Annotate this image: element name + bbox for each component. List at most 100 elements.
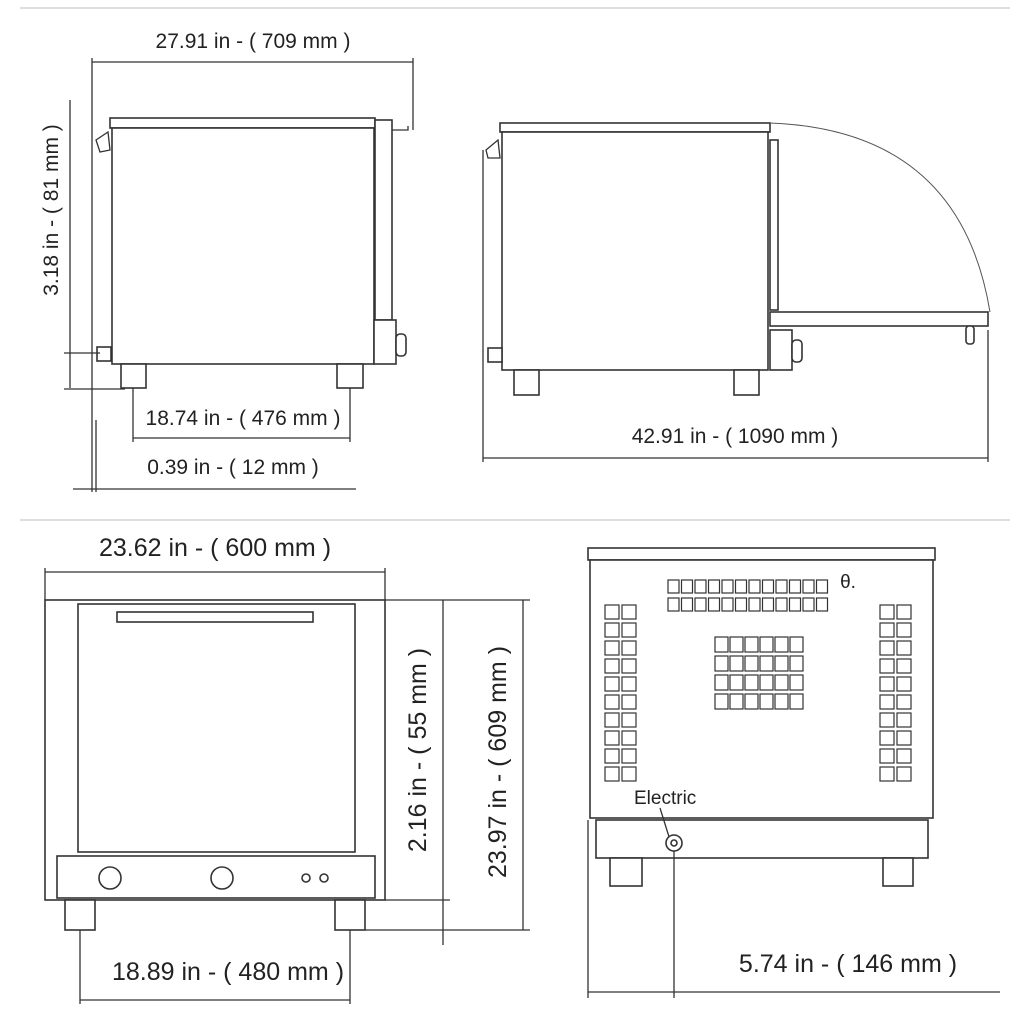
vent-slot (721, 597, 734, 612)
handle (95, 130, 111, 153)
open-door (769, 311, 989, 327)
vent-slot (775, 597, 788, 612)
vent-slot (734, 597, 748, 612)
vent-slot (621, 640, 637, 656)
vent-slot (680, 597, 694, 612)
back-view: θ. Electric 5.74 in - ( 146 mm ) (587, 547, 1000, 998)
vent-slot (604, 766, 620, 782)
electric-offset-label: 5.74 in - ( 146 mm ) (739, 950, 957, 978)
vent-slot (604, 604, 620, 620)
vent-slot (896, 694, 912, 710)
offset-label: 0.39 in - ( 12 mm ) (147, 456, 319, 479)
vent-slot (896, 658, 912, 674)
vent-slot (802, 597, 815, 612)
vent-slot (621, 748, 637, 764)
foot-height-label: 3.18 in - ( 81 mm ) (40, 124, 63, 296)
knob-icon (791, 339, 803, 363)
vent-slot (759, 655, 774, 672)
vent-slot (604, 622, 620, 638)
vent-slot (604, 712, 620, 728)
vent-slot (896, 730, 912, 746)
vent-slot (714, 674, 729, 691)
overall-depth-label: 27.91 in - ( 709 mm ) (156, 30, 351, 53)
door (374, 119, 393, 321)
electric-label: Electric (634, 788, 696, 809)
vent-slot (774, 655, 789, 672)
vent-slot (896, 712, 912, 728)
vent-slot (789, 636, 804, 653)
vent-slot (621, 676, 637, 692)
vent-slot (621, 730, 637, 746)
vent-slot (604, 748, 620, 764)
vent-slot (789, 674, 804, 691)
vent-slot (896, 622, 912, 638)
foot (336, 363, 364, 389)
door-glass (77, 603, 356, 853)
vent-slot (759, 674, 774, 691)
vent-slot (729, 655, 744, 672)
vent-slot (621, 658, 637, 674)
side-view: 27.91 in - ( 709 mm ) 3.18 in - ( 81 mm … (40, 30, 414, 492)
vent-slot (680, 579, 694, 594)
connector (96, 346, 112, 362)
vent-slot (707, 597, 721, 612)
vent-slot (896, 766, 912, 782)
vent-slot (815, 579, 829, 594)
vent-slot (744, 693, 759, 710)
vent-slot (879, 604, 895, 620)
vent-slot (604, 676, 620, 692)
vent-slot (604, 694, 620, 710)
foot (733, 369, 760, 396)
vent-slot (744, 655, 759, 672)
vent-slot (788, 579, 802, 594)
foot-spacing-label: 18.89 in - ( 480 mm ) (112, 958, 344, 986)
open-depth-label: 42.91 in - ( 1090 mm ) (632, 425, 839, 448)
foot (64, 899, 96, 931)
oven-body (111, 127, 375, 365)
vent-slot (707, 579, 721, 594)
width-label: 23.62 in - ( 600 mm ) (99, 534, 331, 562)
base-height-label: 2.16 in - ( 55 mm ) (404, 648, 432, 852)
side-view-door-open: 42.91 in - ( 1090 mm ) (482, 122, 991, 462)
vent-slot (802, 579, 815, 594)
vent-slot (748, 597, 761, 612)
vent-slot (694, 597, 707, 612)
vent-slot (621, 622, 637, 638)
control-box (769, 329, 793, 371)
oven-top (109, 117, 376, 129)
door-frame (769, 139, 779, 311)
vent-slot (774, 674, 789, 691)
oven-top (499, 122, 771, 133)
vent-slot (621, 712, 637, 728)
vent-slot (879, 676, 895, 692)
vent-slot (748, 579, 761, 594)
vent-slot (879, 766, 895, 782)
vent-slot (721, 579, 734, 594)
foot (120, 363, 147, 389)
vent-slot (761, 597, 775, 612)
oven-top (587, 547, 936, 561)
vent-slot (896, 604, 912, 620)
connector (487, 347, 503, 363)
vent-slot (879, 730, 895, 746)
foot-spacing-label: 18.74 in - ( 476 mm ) (146, 407, 341, 430)
vent-slot (729, 693, 744, 710)
vent-slot (729, 636, 744, 653)
vent-slot (759, 636, 774, 653)
vent-slot (789, 693, 804, 710)
front-view: 23.62 in - ( 600 mm ) 2.16 in - ( 55 mm … (44, 534, 530, 1004)
vent-slot (815, 597, 829, 612)
vent-slot (714, 636, 729, 653)
vent-slot (879, 694, 895, 710)
vent-slot (621, 766, 637, 782)
vent-slot (714, 655, 729, 672)
vent-slot (667, 579, 680, 594)
vent-slot (879, 622, 895, 638)
height-label: 23.97 in - ( 609 mm ) (484, 646, 512, 878)
vent-slot (729, 674, 744, 691)
foot (513, 369, 540, 396)
indicator-light-icon (319, 873, 329, 883)
vent-slot (879, 640, 895, 656)
